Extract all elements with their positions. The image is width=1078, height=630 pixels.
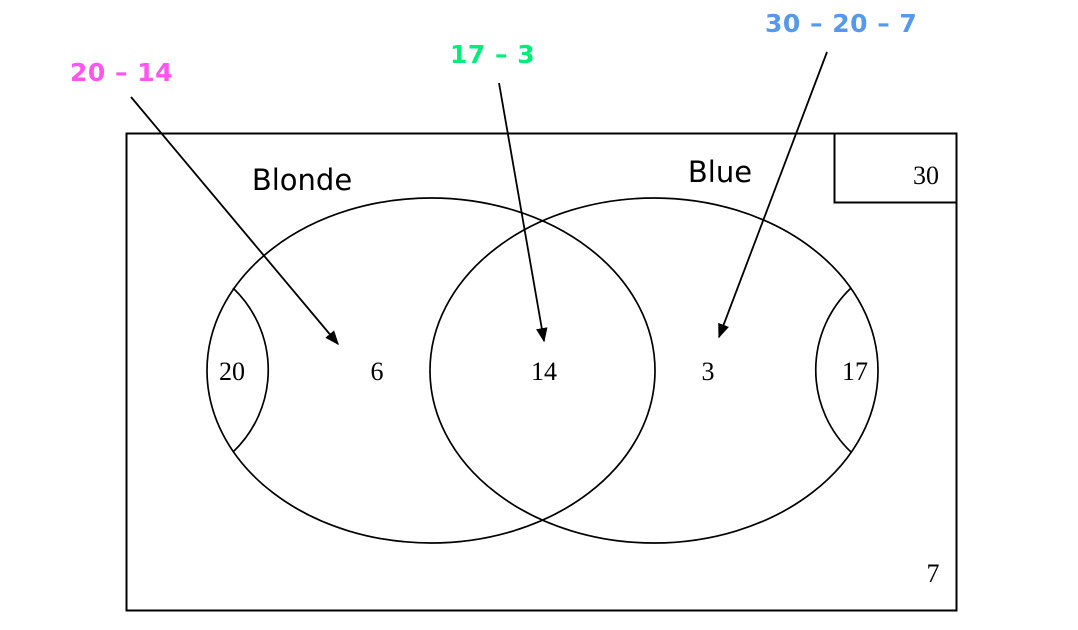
region-value-left-outer: 20 xyxy=(219,357,245,386)
total-count-box xyxy=(833,132,958,204)
region-value-intersection: 14 xyxy=(531,357,557,386)
blonde-outer-arc xyxy=(232,287,270,453)
region-value-right-outer: 17 xyxy=(842,357,868,386)
universal-set-rectangle xyxy=(125,132,958,612)
annotation-blue-only-formula: 30 – 20 – 7 xyxy=(765,9,918,38)
blue-outer-arc xyxy=(814,287,852,453)
magenta-annotation-arrow xyxy=(130,96,339,346)
region-value-blue-only: 3 xyxy=(701,357,715,386)
blue-annotation-arrow xyxy=(718,51,828,339)
set-label-blonde: Blonde xyxy=(251,163,353,197)
annotation-intersection-formula: 17 – 3 xyxy=(450,40,536,69)
region-value-blonde-only: 6 xyxy=(370,357,384,386)
blue-set-ellipse xyxy=(429,197,879,544)
set-label-blue: Blue xyxy=(687,155,753,189)
blonde-set-ellipse xyxy=(206,197,656,544)
annotation-blonde-only-formula: 20 – 14 xyxy=(70,58,173,87)
region-value-universal-total: 30 xyxy=(913,161,939,190)
green-annotation-arrow xyxy=(498,82,548,343)
region-value-outside-both: 7 xyxy=(926,559,940,588)
